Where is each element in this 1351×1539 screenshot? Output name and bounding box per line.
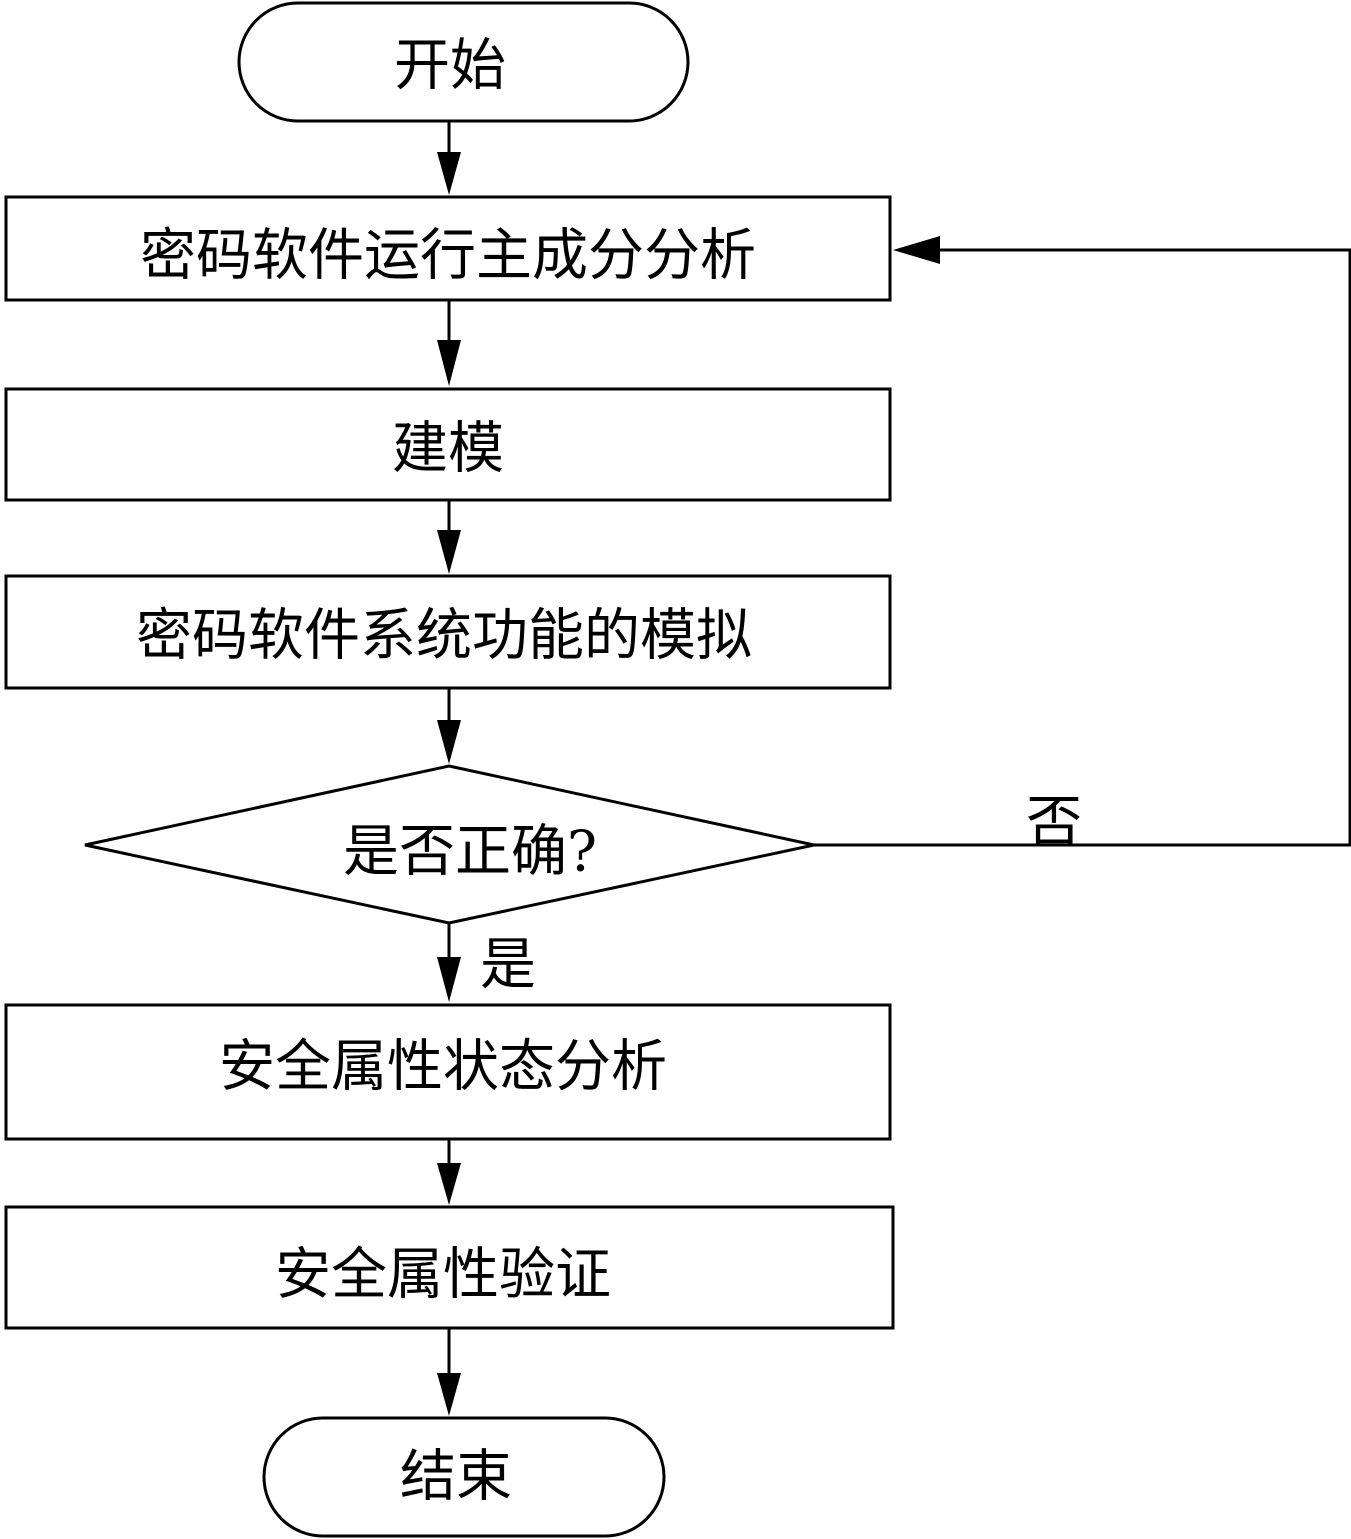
start-node: 开始: [237, 1, 690, 123]
end-node: 结束: [262, 1416, 666, 1538]
connector-analysis-to-modeling: [437, 300, 461, 386]
edge-label-no: 否: [1026, 791, 1082, 856]
connector-analysis-to-verification: [437, 1139, 461, 1205]
process-main-component-analysis: 密码软件运行主成分分析: [4, 195, 892, 302]
process-security-verification-label: 安全属性验证: [275, 1243, 611, 1308]
process-modeling: 建模: [4, 387, 892, 502]
decision-label: 是否正确?: [343, 820, 597, 885]
connector-modeling-to-simulation: [437, 500, 461, 574]
decision-node: 是否正确?: [84, 764, 815, 925]
end-label: 结束: [400, 1445, 512, 1510]
process-main-component-analysis-label: 密码软件运行主成分分析: [140, 224, 756, 289]
process-security-verification: 安全属性验证: [4, 1205, 895, 1330]
process-system-function-simulation: 密码软件系统功能的模拟: [4, 574, 892, 690]
connector-verification-to-end: [437, 1328, 461, 1416]
start-label: 开始: [394, 34, 506, 99]
connector-simulation-to-decision: [437, 688, 461, 764]
process-security-state-analysis-label: 安全属性状态分析: [219, 1035, 667, 1100]
connector-decision-no-loop: [814, 236, 1351, 847]
connector-decision-yes: [437, 923, 461, 1002]
connector-start-to-analysis: [437, 121, 461, 195]
process-security-state-analysis: 安全属性状态分析: [4, 1003, 892, 1141]
process-system-function-simulation-label: 密码软件系统功能的模拟: [136, 604, 752, 669]
edge-label-yes: 是: [480, 933, 536, 998]
process-modeling-label: 建模: [392, 417, 504, 482]
